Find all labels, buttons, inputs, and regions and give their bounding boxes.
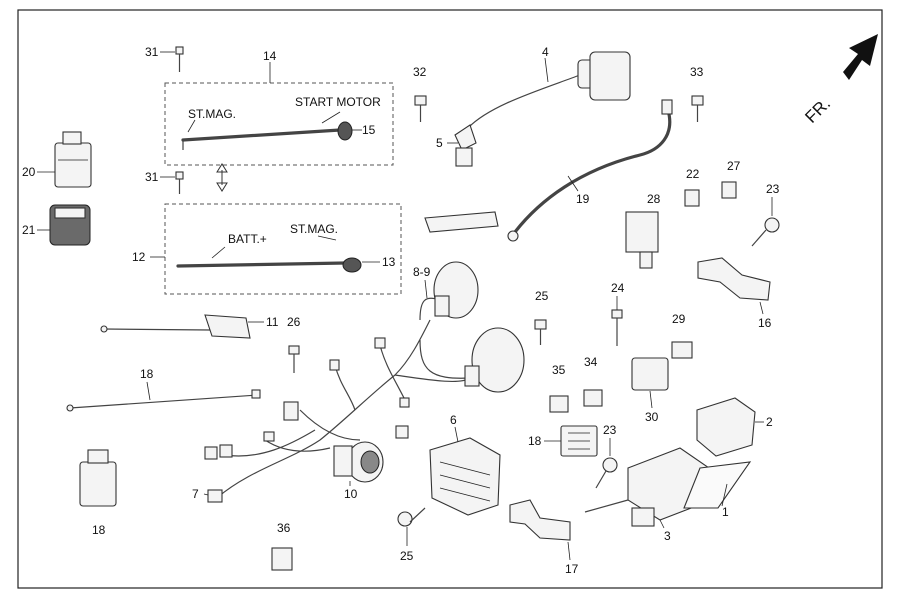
callout-15: 15 (362, 123, 376, 137)
callout-13: 13 (382, 255, 396, 269)
pin-24 (611, 309, 623, 346)
callout-18-fuse-block: 18 (528, 434, 542, 448)
callout-29: 29 (672, 312, 686, 326)
connector-27 (721, 181, 737, 199)
front-direction-arrow: FR. (801, 34, 878, 127)
relay-cover-21 (49, 204, 91, 246)
battery-cable-12 (176, 235, 362, 273)
bracket-17 (509, 499, 571, 541)
callout-23-bottom: 23 (603, 423, 617, 437)
connector-22 (684, 189, 700, 207)
callout-17: 17 (565, 562, 579, 576)
front-label: FR. (801, 94, 834, 127)
bracket-16 (697, 257, 771, 301)
callout-34: 34 (584, 355, 598, 369)
bolt-25-mid (534, 319, 547, 345)
callout-10: 10 (344, 487, 358, 501)
callout-19: 19 (576, 192, 590, 206)
callout-25-bottom: 25 (400, 549, 414, 563)
callout-7: 7 (192, 487, 199, 501)
callout-33: 33 (690, 65, 704, 79)
callout-27: 27 (727, 159, 741, 173)
cable-18 (66, 389, 261, 412)
connector-29 (671, 341, 693, 359)
label-start-motor: START MOTOR (295, 95, 381, 109)
relay-20 (54, 131, 92, 188)
callout-8-9: 8-9 (413, 265, 431, 279)
fuse-35 (549, 395, 569, 413)
coils-8-9 (419, 261, 525, 393)
callout-31-top: 31 (145, 45, 159, 59)
group-box-14 (164, 82, 394, 166)
callout-32: 32 (413, 65, 427, 79)
callout-2: 2 (766, 415, 773, 429)
callout-18-relay: 18 (92, 523, 106, 537)
callout-3: 3 (664, 529, 671, 543)
starter-cable-14 (181, 111, 353, 150)
callout-4: 4 (542, 45, 549, 59)
main-harness-7 (204, 319, 471, 503)
ground-cable-19 (424, 99, 673, 242)
callout-26: 26 (287, 315, 301, 329)
bolt-32 (414, 95, 427, 122)
cable-11 (100, 314, 251, 339)
label-batt: BATT.+ (228, 232, 267, 246)
callout-14: 14 (263, 49, 277, 63)
callout-6: 6 (450, 413, 457, 427)
bolt-33 (691, 95, 704, 122)
callout-16: 16 (758, 316, 772, 330)
callout-25-mid: 25 (535, 289, 549, 303)
socket-10 (333, 441, 384, 483)
callout-18-cable: 18 (140, 367, 154, 381)
screw-23-top (751, 217, 780, 247)
bolt-25-bottom (397, 507, 426, 527)
label-st-mag-bottom: ST.MAG. (290, 222, 338, 236)
callout-21: 21 (22, 223, 36, 237)
callout-22: 22 (686, 167, 700, 181)
pad-1 (683, 461, 752, 509)
screw-23-bottom (595, 457, 618, 489)
callout-12: 12 (132, 250, 146, 264)
callout-20: 20 (22, 165, 36, 179)
bolt-31-top (175, 46, 184, 72)
callout-1: 1 (722, 505, 729, 519)
callout-28: 28 (647, 192, 661, 206)
bolt-26 (288, 345, 300, 373)
callout-35: 35 (552, 363, 566, 377)
callout-11: 11 (266, 315, 279, 329)
callout-23-top: 23 (766, 182, 780, 196)
fuse-36 (271, 547, 293, 571)
callout-30: 30 (645, 410, 659, 424)
cover-2 (696, 397, 756, 457)
ignition-coil-4 (454, 51, 631, 167)
regulator-6 (429, 437, 501, 516)
bolt-31-bottom (175, 171, 184, 194)
group-box-12 (164, 203, 402, 295)
relay-28 (625, 211, 659, 269)
fuse-block-18 (560, 425, 598, 457)
fuse-34 (583, 389, 603, 407)
callout-31-bottom: 31 (145, 170, 159, 184)
diagram-border (17, 9, 883, 589)
relay-18 (79, 449, 117, 507)
callout-36: 36 (277, 521, 291, 535)
callout-24: 24 (611, 281, 625, 295)
label-st-mag-top: ST.MAG. (188, 107, 236, 121)
connector-30 (631, 357, 669, 391)
callout-5: 5 (436, 136, 443, 150)
connection-arrow (216, 163, 228, 192)
